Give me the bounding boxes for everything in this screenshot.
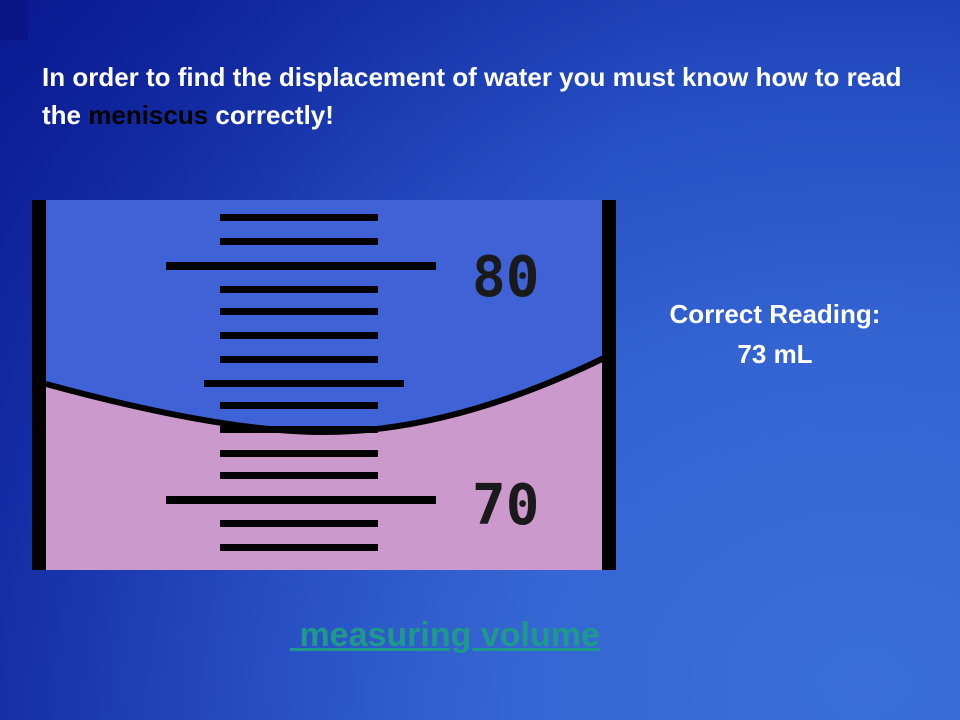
graduation-line <box>220 472 378 479</box>
heading-text-start: In order to find the displacement of wat… <box>42 62 902 130</box>
graduation-marks <box>166 214 436 551</box>
scale-label-80: 80 <box>472 245 539 310</box>
graduation-line <box>220 426 378 433</box>
reading-panel: Correct Reading: 73 mL <box>620 294 930 374</box>
graduation-line <box>220 520 378 527</box>
corner-decoration <box>0 0 28 40</box>
heading-text-end: correctly! <box>208 100 334 130</box>
liquid <box>46 358 604 570</box>
graduation-line <box>220 332 378 339</box>
graduation-line-mid <box>204 380 404 387</box>
graduation-line <box>220 356 378 363</box>
reading-value: 73 mL <box>737 339 813 369</box>
graduation-line-major <box>166 496 436 504</box>
reading-label: Correct Reading: <box>669 299 881 329</box>
slide-heading: In order to find the displacement of wat… <box>42 58 942 134</box>
graduation-line <box>220 214 378 221</box>
graduation-line <box>220 308 378 315</box>
cylinder-left-wall <box>32 200 46 570</box>
graduation-line <box>220 544 378 551</box>
meniscus-highlight: meniscus <box>88 100 209 130</box>
graduation-line <box>220 286 378 293</box>
graduation-line-major <box>166 262 436 270</box>
graduation-line <box>220 450 378 457</box>
graduation-line <box>220 402 378 409</box>
scale-label-70: 70 <box>472 473 539 538</box>
cylinder-right-wall <box>602 200 616 570</box>
graduated-cylinder-diagram: 80 70 <box>32 200 616 570</box>
measuring-volume-link[interactable]: measuring volume <box>290 616 600 654</box>
graduation-line <box>220 238 378 245</box>
